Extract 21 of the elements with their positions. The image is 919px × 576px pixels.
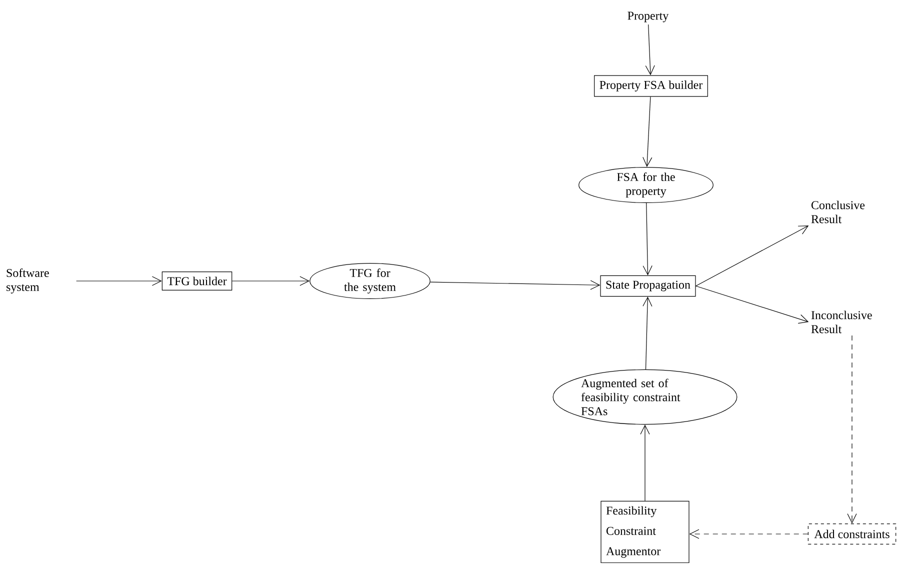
arrow xyxy=(847,335,857,524)
arrow xyxy=(76,276,162,286)
arrow xyxy=(642,296,652,370)
arrow xyxy=(642,96,652,167)
input-label: Property xyxy=(628,12,669,22)
arrow xyxy=(232,276,310,286)
process-box: Property FSA builder xyxy=(594,75,708,97)
arrow xyxy=(696,286,809,324)
process-box: State Propagation xyxy=(600,275,696,297)
process-box: Feasibility Constraint Augmentor xyxy=(600,500,690,564)
result-label: Inconclusive Result xyxy=(811,310,872,334)
arrow xyxy=(645,24,655,76)
arrow xyxy=(689,529,808,539)
arrow xyxy=(640,424,650,502)
process-box: TFG builder xyxy=(162,271,232,291)
result-label: Conclusive Result xyxy=(811,200,865,224)
arrow xyxy=(642,202,652,276)
arrow xyxy=(430,280,600,290)
input-label: Software system xyxy=(6,268,49,294)
arrow xyxy=(696,226,809,286)
process-box: Add constraints xyxy=(808,523,896,545)
